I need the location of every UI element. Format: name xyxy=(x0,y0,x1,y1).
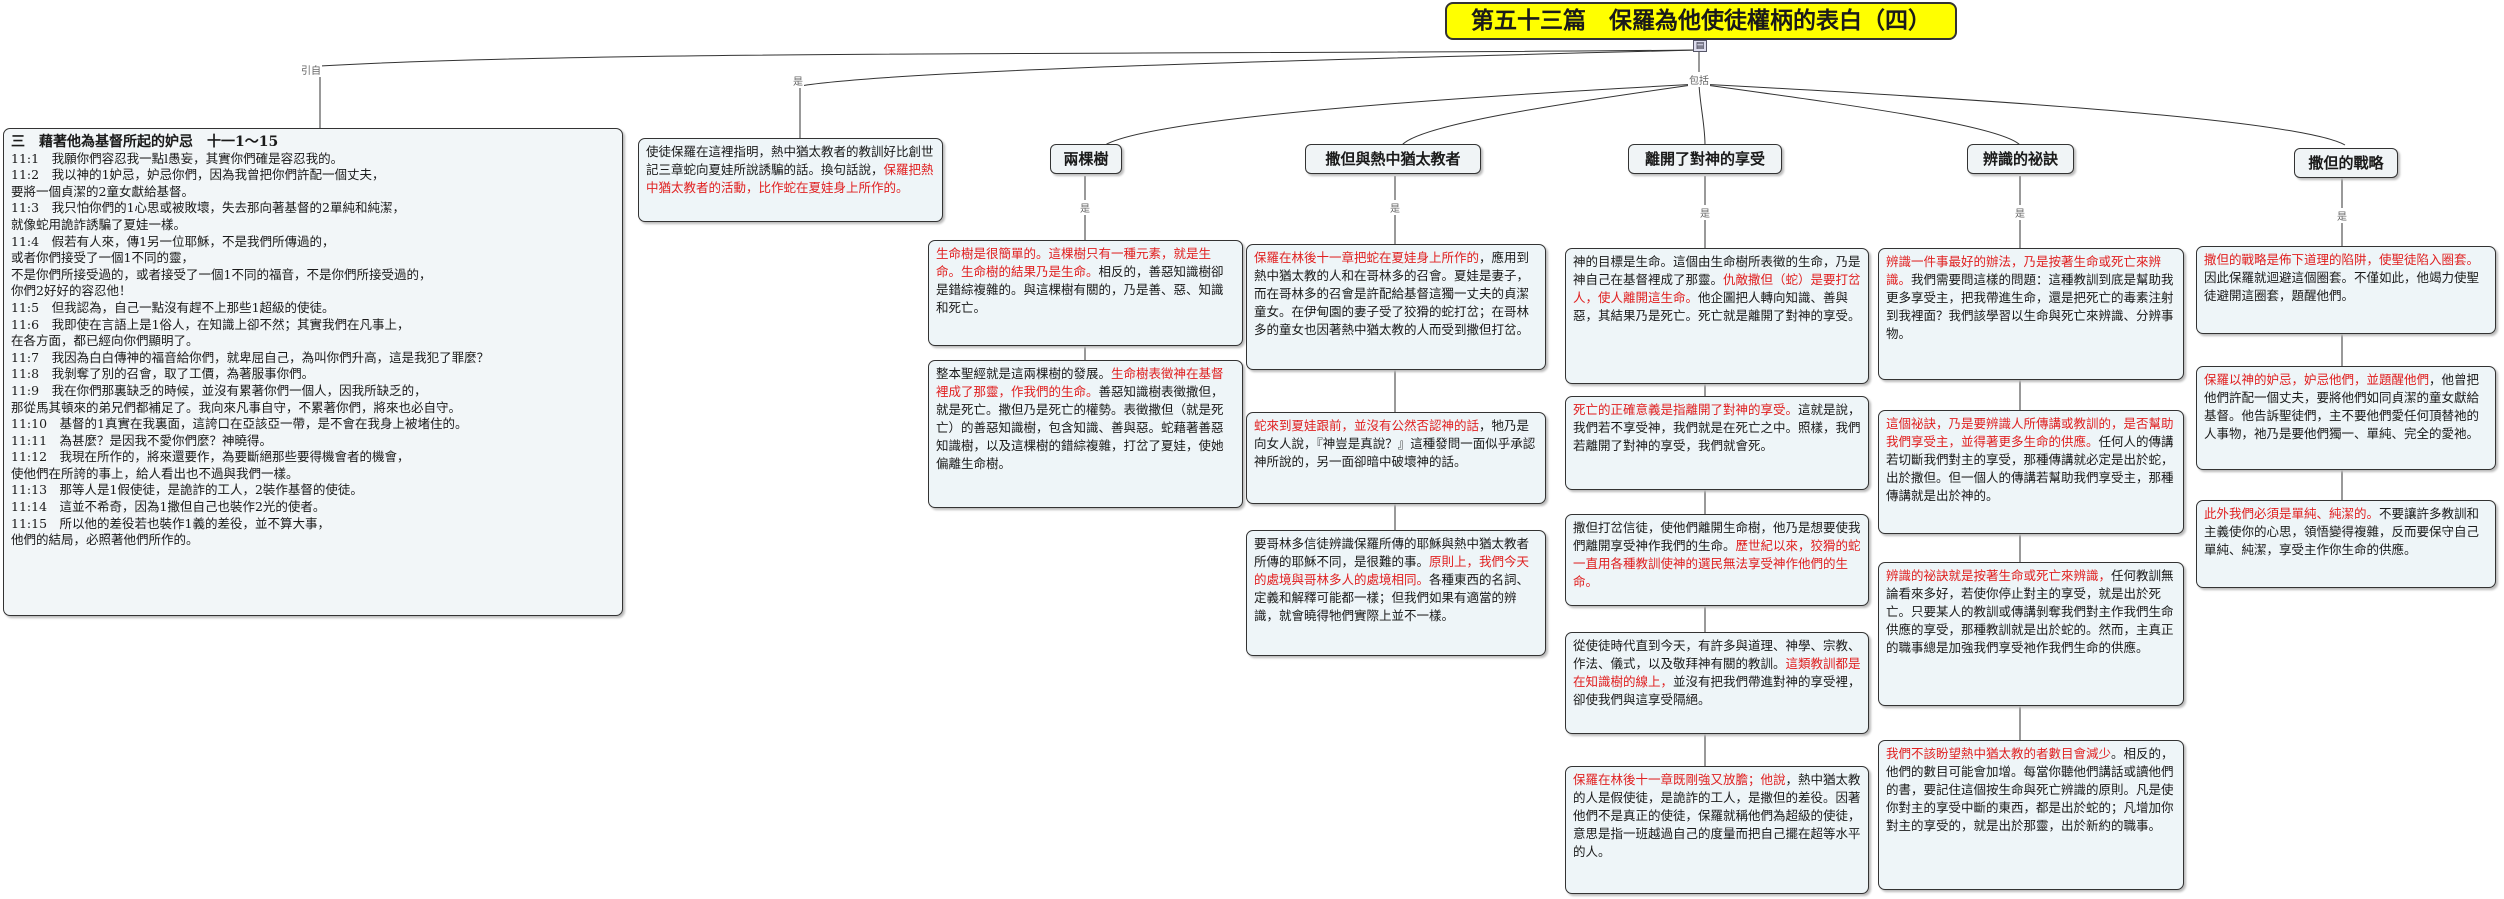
intro-text: 使徒保羅在這裡指明，熱中猶太教者的教訓好比創世記三章蛇向夏娃所說誘騙的話。換句話… xyxy=(646,144,934,177)
trees-item-1: 生命樹是很簡單的。這棵樹只有一種元素，就是生命。生命樹的結果乃是生命。相反的，善… xyxy=(928,240,1243,346)
connector-label-is: 是 xyxy=(792,73,804,88)
header-two-trees: 兩棵樹 xyxy=(1050,144,1122,174)
header-satan-judaizers: 撒但與熱中猶太教者 xyxy=(1305,144,1481,174)
header-leaving-enjoyment: 離開了對神的享受 xyxy=(1628,144,1782,174)
quote-line: 使他們在所誇的事上，給人看出也不過與我們一樣。 xyxy=(11,465,299,481)
quote-line: 11:12 我現在所作的，將來還要作，為要斷絕那些要得機會者的機會， xyxy=(11,449,410,465)
map-title: 第五十三篇 保羅為他使徒權柄的表白（四） xyxy=(1445,2,1957,40)
leave-item-1: 神的目標是生命。這個由生命樹所表徵的生命，乃是神自己在基督裡成了那靈。仇敵撒但（… xyxy=(1565,248,1869,384)
connector-label-leaf: 是 xyxy=(1389,200,1401,215)
connector-label-leaf: 是 xyxy=(2014,205,2026,220)
strategy-item-2: 保羅以神的妒忌，妒忌他們，並題醒他們，他曾把他們許配一個丈夫，要將他們如同貞潔的… xyxy=(2196,366,2496,470)
leave-item-4: 從使徒時代直到今天，有許多與道理、神學、宗教、作法、儀式，以及敬拜神有關的教訓。… xyxy=(1565,632,1869,734)
header-satan-strategy: 撒但的戰略 xyxy=(2294,148,2398,178)
connector-label-cite: 引自 xyxy=(300,62,322,77)
leave-item-3: 撒但打岔信徒，使他們離開生命樹，他乃是想要使我們離開享受神作我們的生命。歷世紀以… xyxy=(1565,514,1869,606)
quote-line: 11:13 那等人是1假使徒，是詭詐的工人，2裝作基督的使徒。 xyxy=(11,482,363,498)
quote-box: 三 藉著他為基督所起的妒忌 十一1～15 11:1 我願你們容忍我一點l愚妄，其… xyxy=(3,128,623,616)
trees-item-2: 整本聖經就是這兩棵樹的發展。生命樹表徵神在基督裡成了那靈，作我們的生命。善惡知識… xyxy=(928,360,1243,508)
connector-label-include: 包括 xyxy=(1688,72,1710,87)
quote-line: 就像蛇用詭詐誘騙了夏娃一樣。 xyxy=(11,216,187,232)
connector-label-leaf: 是 xyxy=(1699,205,1711,220)
quote-line: 11:15 所以他的差役若也裝作1義的差役，並不算大事， xyxy=(11,515,330,531)
quote-line: 11:2 我以神的1妒忌，妒忌你們，因為我曾把你們許配一個丈夫， xyxy=(11,167,385,183)
quote-line: 11:4 假若有人來，傳1另一位耶穌，不是我們所傳過的， xyxy=(11,233,335,249)
connector-label-leaf: 是 xyxy=(1079,200,1091,215)
quote-line: 11:10 基督的1真實在我裏面，這誇口在亞該亞一帶，是不會在我身上被堵住的。 xyxy=(11,416,468,432)
quote-line: 或者你們接受了一個1不同的靈， xyxy=(11,250,194,266)
discern-item-1: 辨識一件事最好的辦法，乃是按著生命或死亡來辨識。我們需要問這樣的問題：這種教訓到… xyxy=(1878,248,2184,380)
quote-line: 11:5 但我認為，自己一點沒有趕不上那些1超級的使徒。 xyxy=(11,299,335,315)
strategy-item-1: 撒但的戰略是佈下道理的陷阱，使聖徒陷入圈套。因此保羅就迴避這個圈套。不僅如此，他… xyxy=(2196,246,2496,334)
intro-box: 使徒保羅在這裡指明，熱中猶太教者的教訓好比創世記三章蛇向夏娃所說誘騙的話。換句話… xyxy=(638,138,943,222)
satan-item-1: 保羅在林後十一章把蛇在夏娃身上所作的，應用到熱中猶太教的人和在哥林多的召會。夏娃… xyxy=(1246,244,1546,370)
note-icon[interactable]: ▤ xyxy=(1693,40,1707,52)
quote-line: 11:11 為甚麼？是因我不愛你們麼？神曉得。 xyxy=(11,432,273,448)
connector-label-leaf: 是 xyxy=(2336,208,2348,223)
quote-line: 在各方面，都已經向你們顯明了。 xyxy=(11,333,199,349)
quote-line: 11:14 這並不希奇，因為1撒但自己也裝作2光的使者。 xyxy=(11,499,326,515)
satan-item-2: 蛇來到夏娃跟前，並沒有公然否認神的話，牠乃是向女人說，『神豈是真說？』這種發問一… xyxy=(1246,412,1546,504)
quote-heading: 三 藉著他為基督所起的妒忌 十一1～15 xyxy=(11,134,279,150)
discern-item-4: 我們不該盼望熱中猶太教的者數目會減少。相反的，他們的數目可能會加增。每當你聽他們… xyxy=(1878,740,2184,890)
quote-line: 要將一個貞潔的2童女獻給基督。 xyxy=(11,183,194,199)
quote-line: 那從馬其頓來的弟兄們都補足了。我向來凡事自守，不累著你們，將來也必自守。 xyxy=(11,399,462,415)
header-secret-of-discernment: 辨識的祕訣 xyxy=(1967,144,2074,174)
quote-line: 他們的結局，必照著他們所作的。 xyxy=(11,532,199,548)
quote-line: 11:6 我即使在言語上是1俗人，在知識上卻不然；其實我們在凡事上， xyxy=(11,316,410,332)
quote-line: 11:8 我剝奪了別的召會，取了工價，為著服事你們。 xyxy=(11,366,315,382)
discern-item-2: 這個祕訣，乃是要辨識人所傳講或教訓的，是否幫助我們享受主，並得著更多生命的供應。… xyxy=(1878,410,2184,534)
quote-line: 11:3 我只怕你們的1心思或被敗壞，失去那向著基督的2單純和純潔， xyxy=(11,200,405,216)
quote-line: 11:7 我因為白白傳神的福音給你們，就卑屈自己，為叫你們升高，這是我犯了罪麼？ xyxy=(11,349,490,365)
quote-lines: 11:1 我願你們容忍我一點l愚妄，其實你們確是容忍我的。11:2 我以神的1妒… xyxy=(11,151,615,549)
satan-item-3: 要哥林多信徒辨識保羅所傳的耶穌與熱中猶太教者所傳的耶穌不同，是很難的事。原則上，… xyxy=(1246,530,1546,656)
intro-highlight: 保羅把熱中猶太教者的活動，比作蛇在夏娃身上所作的。 xyxy=(646,162,934,195)
quote-line: 11:1 我願你們容忍我一點l愚妄，其實你們確是容忍我的。 xyxy=(11,150,344,166)
quote-line: 11:9 我在你們那裏缺乏的時候，並沒有累著你們一個人，因我所缺乏的， xyxy=(11,382,427,398)
discern-item-3: 辨識的祕訣就是按著生命或死亡來辨識，任何教訓無論看來多好，若使你停止對主的享受，… xyxy=(1878,562,2184,706)
quote-line: 你們2好好的容忍他！ xyxy=(11,283,132,299)
leave-item-2: 死亡的正確意義是指離開了對神的享受。這就是說，我們若不享受神，我們就是在死亡之中… xyxy=(1565,396,1869,490)
strategy-item-3: 此外我們必須是單純、純潔的。不要讓許多教訓和主義使你的心思，領悟變得複雜，反而要… xyxy=(2196,500,2496,588)
leave-item-5: 保羅在林後十一章既剛強又放膽；他說，熱中猶太教的人是假使徒，是詭詐的工人，是撒但… xyxy=(1565,766,1869,894)
quote-line: 不是你們所接受過的，或者接受了一個1不同的福音，不是你們所接受過的， xyxy=(11,266,432,282)
